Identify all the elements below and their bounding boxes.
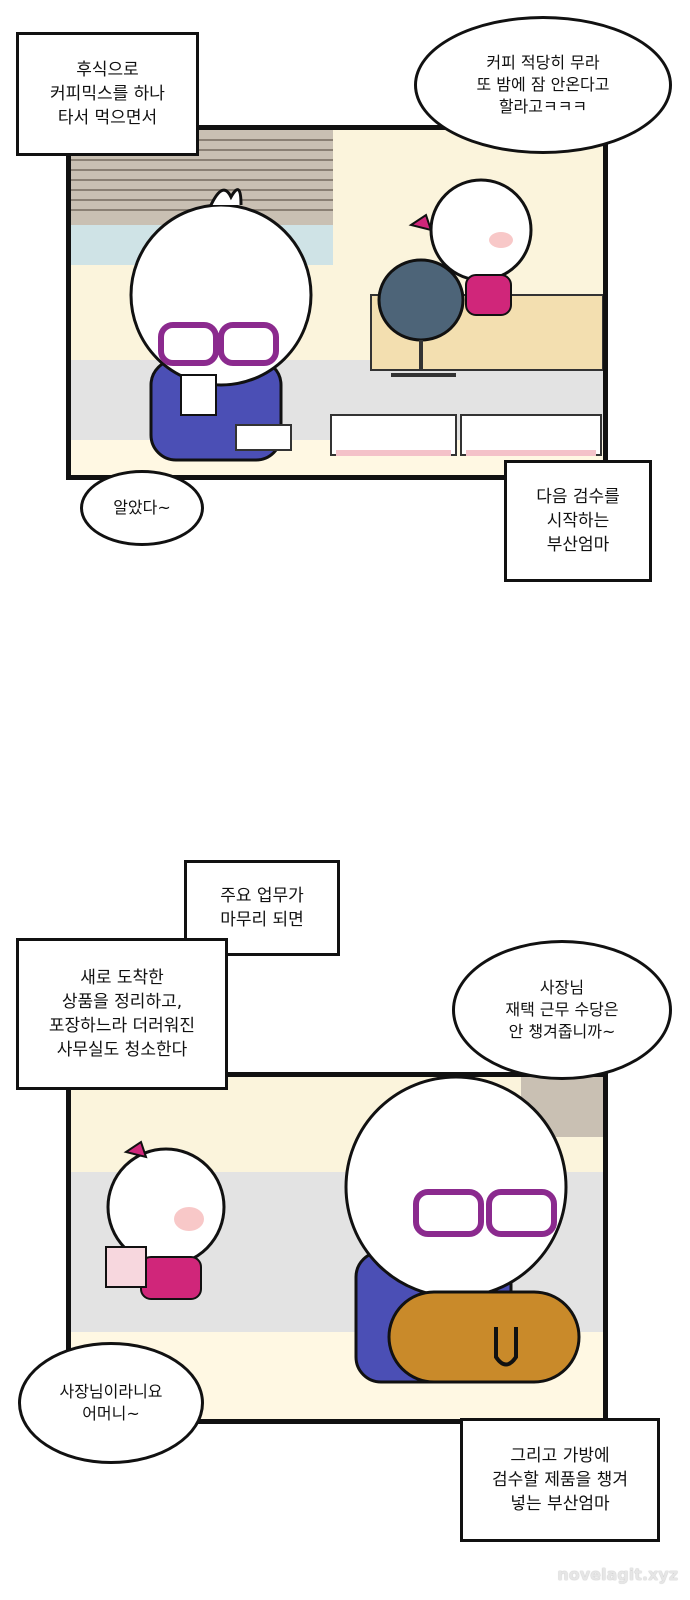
comic-panel-1: [66, 125, 608, 480]
mom-character-2: [344, 1077, 568, 1299]
panel-1-illustration: [71, 130, 603, 475]
watermark: novelagit.xyz: [557, 1565, 678, 1584]
caption-cleaning: 새로 도착한 상품을 정리하고, 포장하느라 더러워진 사무실도 청소한다: [16, 938, 228, 1090]
duffel-bag: [387, 1290, 581, 1384]
caption-next-inspection: 다음 검수를 시작하는 부산엄마: [504, 460, 652, 582]
girl-character: [429, 178, 533, 282]
speech-bubble-girl-boss: 사장님이라니요 어머니~: [18, 1342, 204, 1464]
speech-bubble-mom-ok: 알았다~: [80, 470, 204, 546]
panel-2-illustration: [71, 1077, 603, 1419]
office-chair: [377, 258, 465, 342]
caption-packing-bag: 그리고 가방에 검수할 제품을 챙겨 넣는 부산엄마: [460, 1418, 660, 1542]
caption-main-work-done: 주요 업무가 마무리 되면: [184, 860, 340, 956]
comic-panel-2: [66, 1072, 608, 1424]
caption-dessert: 후식으로 커피믹스를 하나 타서 먹으면서: [16, 32, 199, 156]
speech-bubble-mom-allowance: 사장님 재택 근무 수당은 안 챙겨줍니까~: [452, 940, 672, 1080]
speech-bubble-girl-coffee: 커피 적당히 무라 또 밤에 잠 안온다고 할라고ㅋㅋㅋ: [414, 16, 672, 154]
